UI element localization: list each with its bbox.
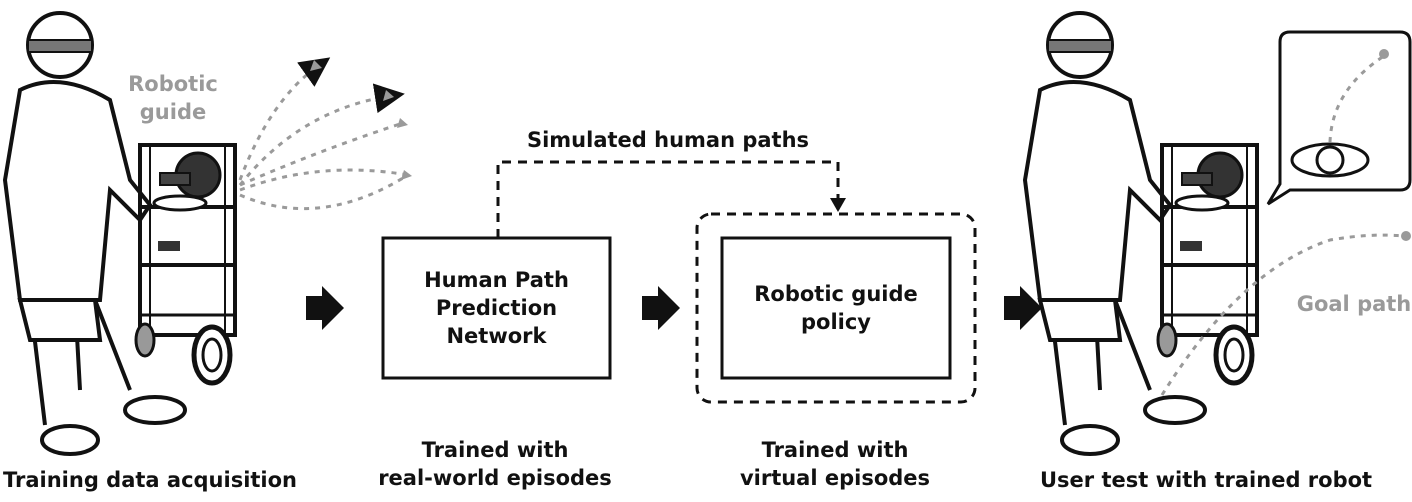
- flow-arrow-icon: [642, 286, 680, 330]
- prediction-network-box: [381, 236, 612, 380]
- flow-arrow-icon: [306, 286, 344, 330]
- policy-box: [720, 236, 952, 380]
- policy-caption: Trained with virtual episodes: [739, 438, 931, 490]
- connector-label: Simulated human paths: [526, 128, 810, 152]
- simulated-paths-connector: [496, 160, 840, 238]
- top-view-person-icon: [1290, 142, 1370, 178]
- acquisition-caption: Training data acquisition: [2, 468, 298, 492]
- robotic-guide-cart-icon: [136, 145, 235, 383]
- user-test-caption: User test with trained robot: [1040, 468, 1373, 492]
- goal-path-label: Goal path: [1296, 292, 1412, 316]
- policy-dashed-frame: [695, 212, 977, 404]
- top-view-bubble: [1266, 30, 1412, 206]
- possible-paths: [238, 57, 409, 211]
- policy-box-label: Robotic guide policy: [754, 282, 918, 334]
- robotic-guide-label: Robotic guide: [128, 72, 218, 124]
- prediction-caption: Trained with real-world episodes: [378, 438, 612, 490]
- robotic-guide-cart-icon: [1158, 145, 1257, 383]
- goal-path: [1160, 233, 1405, 396]
- person-with-headset-icon: [1023, 11, 1207, 456]
- prediction-box-label: Human Path Prediction Network: [424, 268, 569, 348]
- flow-arrow-icon: [1004, 286, 1042, 330]
